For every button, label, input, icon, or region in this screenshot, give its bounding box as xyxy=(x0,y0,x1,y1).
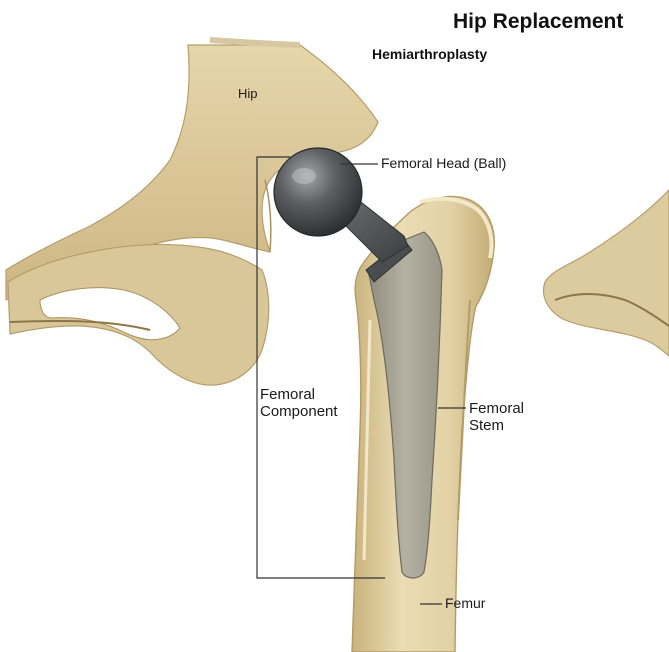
femur-label: Femur xyxy=(445,596,485,612)
figure-subtitle: Hemiarthroplasty xyxy=(372,47,487,63)
femoral-head-label: Femoral Head (Ball) xyxy=(381,156,506,172)
pelvis-bone-right-partial xyxy=(544,190,669,356)
femoral-component-label-line2: Component xyxy=(260,404,338,421)
femoral-head-ball xyxy=(274,148,362,236)
femoral-component-label: Femoral Component xyxy=(260,387,338,421)
femoral-component-label-line1: Femoral xyxy=(260,387,338,404)
femoral-stem-label-line1: Femoral xyxy=(469,401,524,418)
femoral-stem-label-line2: Stem xyxy=(469,418,524,435)
figure-title: Hip Replacement xyxy=(453,10,623,34)
hip-label: Hip xyxy=(238,87,258,102)
femoral-stem-label: Femoral Stem xyxy=(469,401,524,435)
